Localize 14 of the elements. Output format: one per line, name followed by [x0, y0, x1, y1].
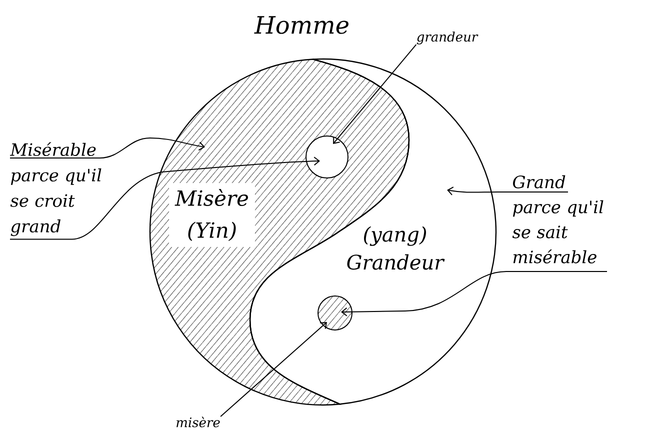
callout-label: misère [176, 416, 220, 428]
title: Homme [254, 16, 348, 34]
arrow [341, 271, 608, 316]
small-circle [306, 136, 348, 178]
leader-line [333, 44, 417, 144]
arrow [447, 186, 568, 196]
small-circle [318, 296, 352, 330]
annotation-text: Misérable parce qu'il se croit grand [10, 142, 102, 236]
callout-label: grandeur [416, 32, 478, 44]
arrow [10, 138, 205, 158]
leader-line [220, 322, 327, 418]
annotation-text: Grand parce qu'il se sait misérable [512, 175, 604, 264]
yang-half: (yang) Grandeur [249, 58, 496, 405]
arrow [10, 156, 320, 240]
